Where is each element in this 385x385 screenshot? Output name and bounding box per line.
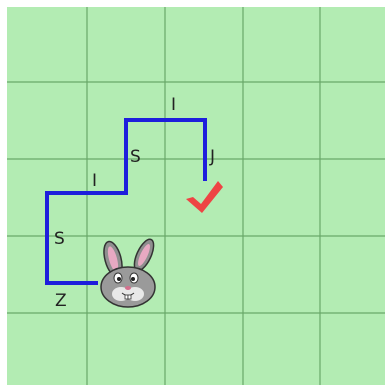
segment-letter-1: Z bbox=[55, 291, 67, 311]
segment-letter-4: S bbox=[130, 147, 141, 167]
segment-letter-2: S bbox=[54, 229, 65, 249]
segment-letter-6: J bbox=[209, 147, 215, 167]
segment-letter-3: I bbox=[92, 171, 97, 191]
board-background bbox=[7, 7, 385, 385]
segment-letter-5: I bbox=[171, 95, 176, 115]
